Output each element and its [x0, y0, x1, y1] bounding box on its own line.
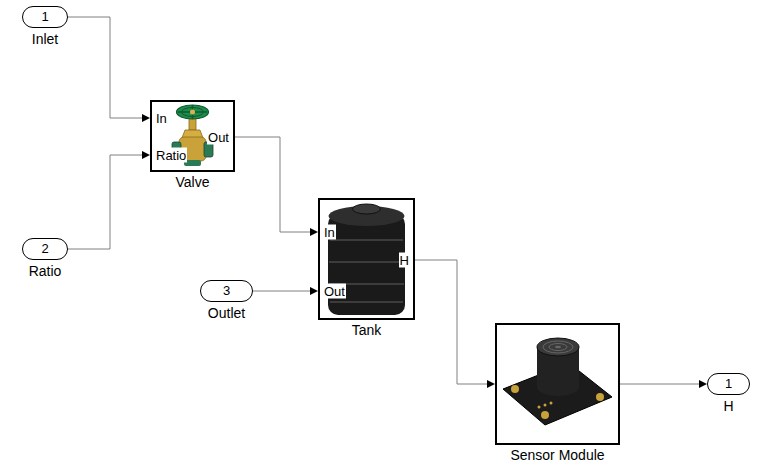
arrow-head — [310, 287, 318, 295]
arrow-head — [142, 151, 150, 159]
signal-wire — [68, 17, 142, 118]
signal-line — [68, 17, 150, 122]
port-label: In — [323, 225, 336, 240]
port-label: Out — [207, 130, 230, 145]
arrow-head — [310, 228, 318, 236]
port-number: 3 — [223, 284, 230, 299]
port-label: Out — [323, 284, 346, 299]
signal-line — [253, 287, 318, 295]
port-number: 1 — [725, 377, 732, 392]
signal-wire — [235, 137, 310, 232]
signal-line — [620, 380, 707, 388]
sensor-picture — [499, 327, 616, 441]
block-box: InRatioOutValve — [150, 100, 235, 172]
block-name: Ratio — [29, 263, 62, 279]
block-name: Tank — [352, 322, 382, 338]
signal-line — [415, 260, 495, 388]
port-oval: 2Ratio — [22, 238, 68, 260]
port-label: In — [155, 111, 168, 126]
arrow-head — [487, 380, 495, 388]
port-number: 1 — [41, 10, 48, 25]
port-oval: 1H — [707, 373, 750, 395]
block-name: H — [723, 398, 733, 414]
port-label: Ratio — [155, 148, 187, 163]
signal-wire — [415, 260, 487, 384]
port-number: 2 — [41, 242, 48, 257]
block-name: Outlet — [208, 305, 245, 321]
signal-wire — [68, 155, 142, 249]
arrow-head — [142, 114, 150, 122]
block-name: Inlet — [32, 31, 58, 47]
signal-wire — [253, 291, 310, 292]
signal-line — [235, 137, 318, 236]
signal-wire — [620, 384, 699, 385]
port-oval: 3Outlet — [200, 280, 253, 302]
port-oval: 1Inlet — [22, 6, 68, 28]
block-name: Valve — [176, 174, 210, 190]
signal-line — [68, 151, 150, 249]
port-label: H — [399, 253, 410, 268]
block-name: Sensor Module — [510, 447, 604, 463]
block-box: InOutHTank — [318, 198, 415, 320]
arrow-head — [699, 380, 707, 388]
block-box: Sensor Module — [495, 323, 620, 445]
